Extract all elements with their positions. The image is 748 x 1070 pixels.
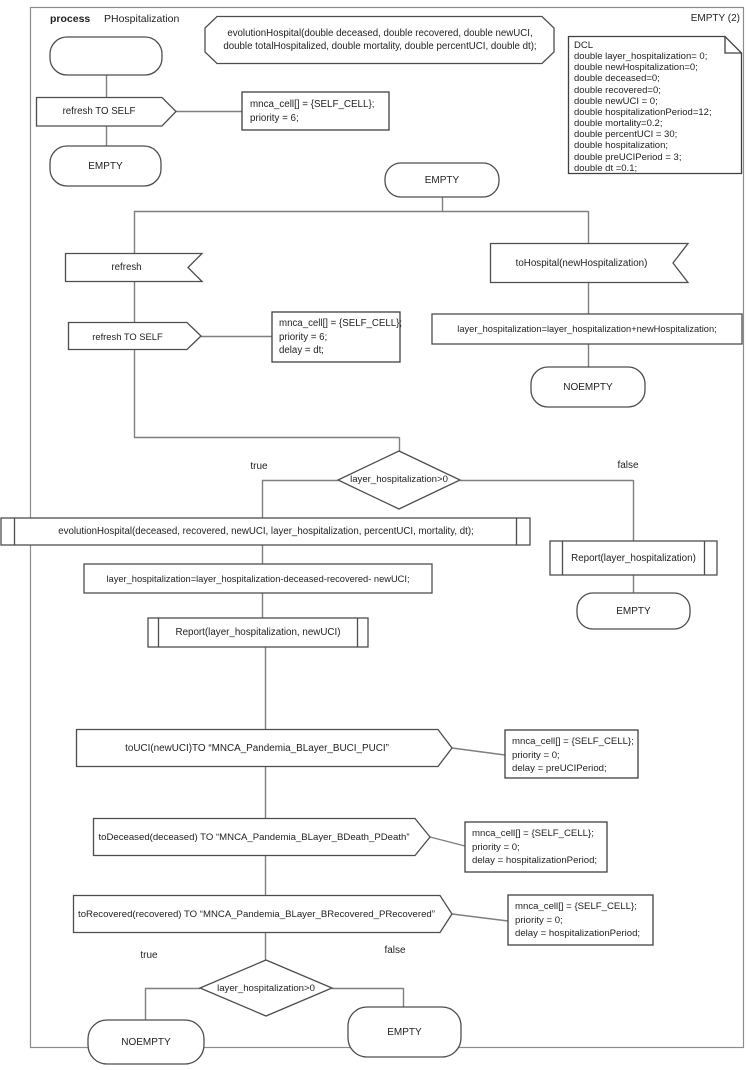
state-empty-center-shape [384, 162, 500, 198]
state-empty-left-label: EMPTY [88, 160, 123, 172]
state-empty-left-shape [49, 145, 162, 187]
output-refresh-self-shape [67, 321, 202, 351]
state-noempty-mid-shape [530, 366, 646, 408]
dcl-line: double layer_hospitalization= 0; [574, 51, 708, 63]
state-noempty-bottom-label: NOEMPTY [121, 1036, 171, 1048]
comment-todeceased-text: mnca_cell[] = {SELF_CELL}; priority = 0;… [472, 827, 604, 868]
comment-line: priority = 6; [279, 331, 328, 343]
state-empty-center-label: EMPTY [424, 174, 460, 186]
connector-lines [105, 75, 635, 1020]
state-empty-right-shape [576, 592, 691, 630]
procedure-report-full-shape [147, 617, 369, 648]
comment-line: mnca_cell[] = {SELF_CELL}; [472, 828, 594, 839]
task-add-label: layer_hospitalization=layer_hospitalizat… [457, 324, 717, 334]
comment-torecovered-box [507, 894, 654, 946]
comment-line: mnca_cell[] = {SELF_CELL}; [515, 901, 637, 912]
output-torecovered-shape [72, 894, 453, 934]
comment-refresh-top-box [241, 91, 390, 131]
process-name-label: PHospitalization [104, 13, 180, 25]
state-noempty-mid-label: NOEMPTY [563, 381, 613, 393]
page-corner-label: EMPTY (2) [690, 13, 740, 24]
output-refresh-self-top-label: refresh TO SELF [62, 106, 136, 117]
output-todeceased-shape [92, 817, 431, 857]
decision-1-shape [336, 450, 462, 510]
comment-line: priority = 6; [250, 113, 299, 124]
comment-line: mnca_cell[] = {SELF_CELL}; [250, 99, 375, 110]
decision-1-label: layer_hospitalization>0 [350, 474, 448, 485]
process-keyword-label: process [50, 13, 91, 25]
state-noempty-bottom-shape [87, 1019, 205, 1065]
output-touci-shape [75, 728, 453, 768]
state-empty-bottom-shape [347, 1006, 462, 1058]
decision-2-label: layer_hospitalization>0 [217, 983, 315, 994]
dcl-line: double deceased=0; [574, 73, 660, 85]
dcl-line: double newHospitalization=0; [574, 62, 698, 74]
task-add-shape [431, 313, 743, 345]
dcl-declarations: DCL double layer_hospitalization= 0; dou… [574, 40, 738, 174]
procedure-report-full-bars [157, 618, 359, 647]
dcl-line: double recovered=0; [574, 84, 661, 96]
comment-todeceased-box [464, 821, 608, 873]
dcl-line: double hospitalization; [574, 140, 669, 152]
state-empty-bottom-label: EMPTY [387, 1026, 422, 1038]
input-tohospital-label: toHospital(newHospitalization) [515, 257, 648, 269]
comment-line: delay = preUCIPeriod; [512, 763, 607, 774]
comment-touci-box [504, 729, 639, 779]
dcl-line: double dt =0.1; [574, 162, 638, 174]
decision-1-false-label: false [617, 459, 639, 471]
output-touci-label: toUCI(newUCI)TO “MNCA_Pandemia_BLayer_BU… [125, 742, 389, 754]
comment-line: delay = dt; [279, 345, 324, 356]
procedure-declaration-text: evolutionHospital(double deceased, doubl… [207, 16, 553, 64]
procedure-evolution-bars [13, 518, 518, 545]
decision-1-true-label: true [250, 460, 268, 472]
comment-touci-text: mnca_cell[] = {SELF_CELL}; priority = 0;… [512, 735, 634, 776]
comment-line: delay = hospitalizationPeriod; [515, 928, 641, 939]
dcl-line: double hospitalizationPeriod=12; [574, 106, 712, 118]
comment-line: priority = 0; [512, 749, 560, 761]
procedure-report-layer-bars [561, 541, 706, 575]
dcl-line: double newUCI = 0; [574, 95, 658, 107]
input-refresh-label: refresh [111, 262, 142, 273]
output-refresh-self-top-shape [35, 96, 177, 127]
procedure-report-layer-label: Report(layer_hospitalization) [571, 552, 696, 564]
comment-torecovered-text: mnca_cell[] = {SELF_CELL}; priority = 0;… [515, 900, 649, 941]
comment-refresh-self-text: mnca_cell[] = {SELF_CELL}; priority = 6;… [279, 317, 403, 358]
output-torecovered-label: toRecovered(recovered) TO “MNCA_Pandemia… [78, 908, 435, 920]
procedure-report-layer-shape [549, 540, 718, 576]
procedure-report-full-label: Report(layer_hospitalization, newUCI) [175, 627, 341, 638]
task-subtract-label: layer_hospitalization=layer_hospitalizat… [106, 573, 410, 584]
procedure-evolution-label: evolutionHospital(deceased, recovered, n… [58, 526, 474, 537]
task-subtract-shape [83, 563, 433, 594]
decision-2-shape [198, 959, 334, 1017]
input-tohospital-shape [489, 242, 690, 284]
comment-line: mnca_cell[] = {SELF_CELL}; [512, 736, 634, 747]
input-refresh-shape [64, 252, 204, 283]
decision-2-false-label: false [384, 944, 406, 956]
dcl-text-box [567, 35, 743, 175]
dcl-line: double preUCIPeriod = 3; [574, 151, 682, 163]
state-empty-right-label: EMPTY [616, 605, 651, 617]
output-refresh-self-label: refresh TO SELF [92, 330, 163, 342]
procedure-declaration-line2: double totalHospitalized, double mortali… [223, 41, 537, 52]
comment-line: priority = 0; [472, 841, 520, 853]
dcl-folded-corner [724, 36, 742, 54]
dcl-line: double percentUCI = 30; [574, 129, 678, 141]
comment-line: priority = 0; [515, 914, 563, 926]
start-state-shape [49, 36, 163, 76]
comment-refresh-top-text: mnca_cell[] = {SELF_CELL}; priority = 6; [250, 98, 382, 126]
dcl-line: double mortality=0.2; [574, 118, 663, 130]
procedure-declaration-shape [204, 15, 555, 65]
comment-line: delay = hospitalizationPeriod; [472, 855, 598, 866]
decision-2-true-label: true [140, 949, 158, 961]
comment-line: mnca_cell[] = {SELF_CELL}; [279, 318, 403, 329]
procedure-evolution-shape [0, 517, 531, 546]
procedure-declaration-line1: evolutionHospital(double deceased, doubl… [227, 28, 533, 39]
comment-refresh-self-box [271, 311, 401, 363]
output-todeceased-label: toDeceased(deceased) TO “MNCA_Pandemia_B… [98, 831, 410, 843]
dcl-line: DCL [574, 40, 594, 51]
